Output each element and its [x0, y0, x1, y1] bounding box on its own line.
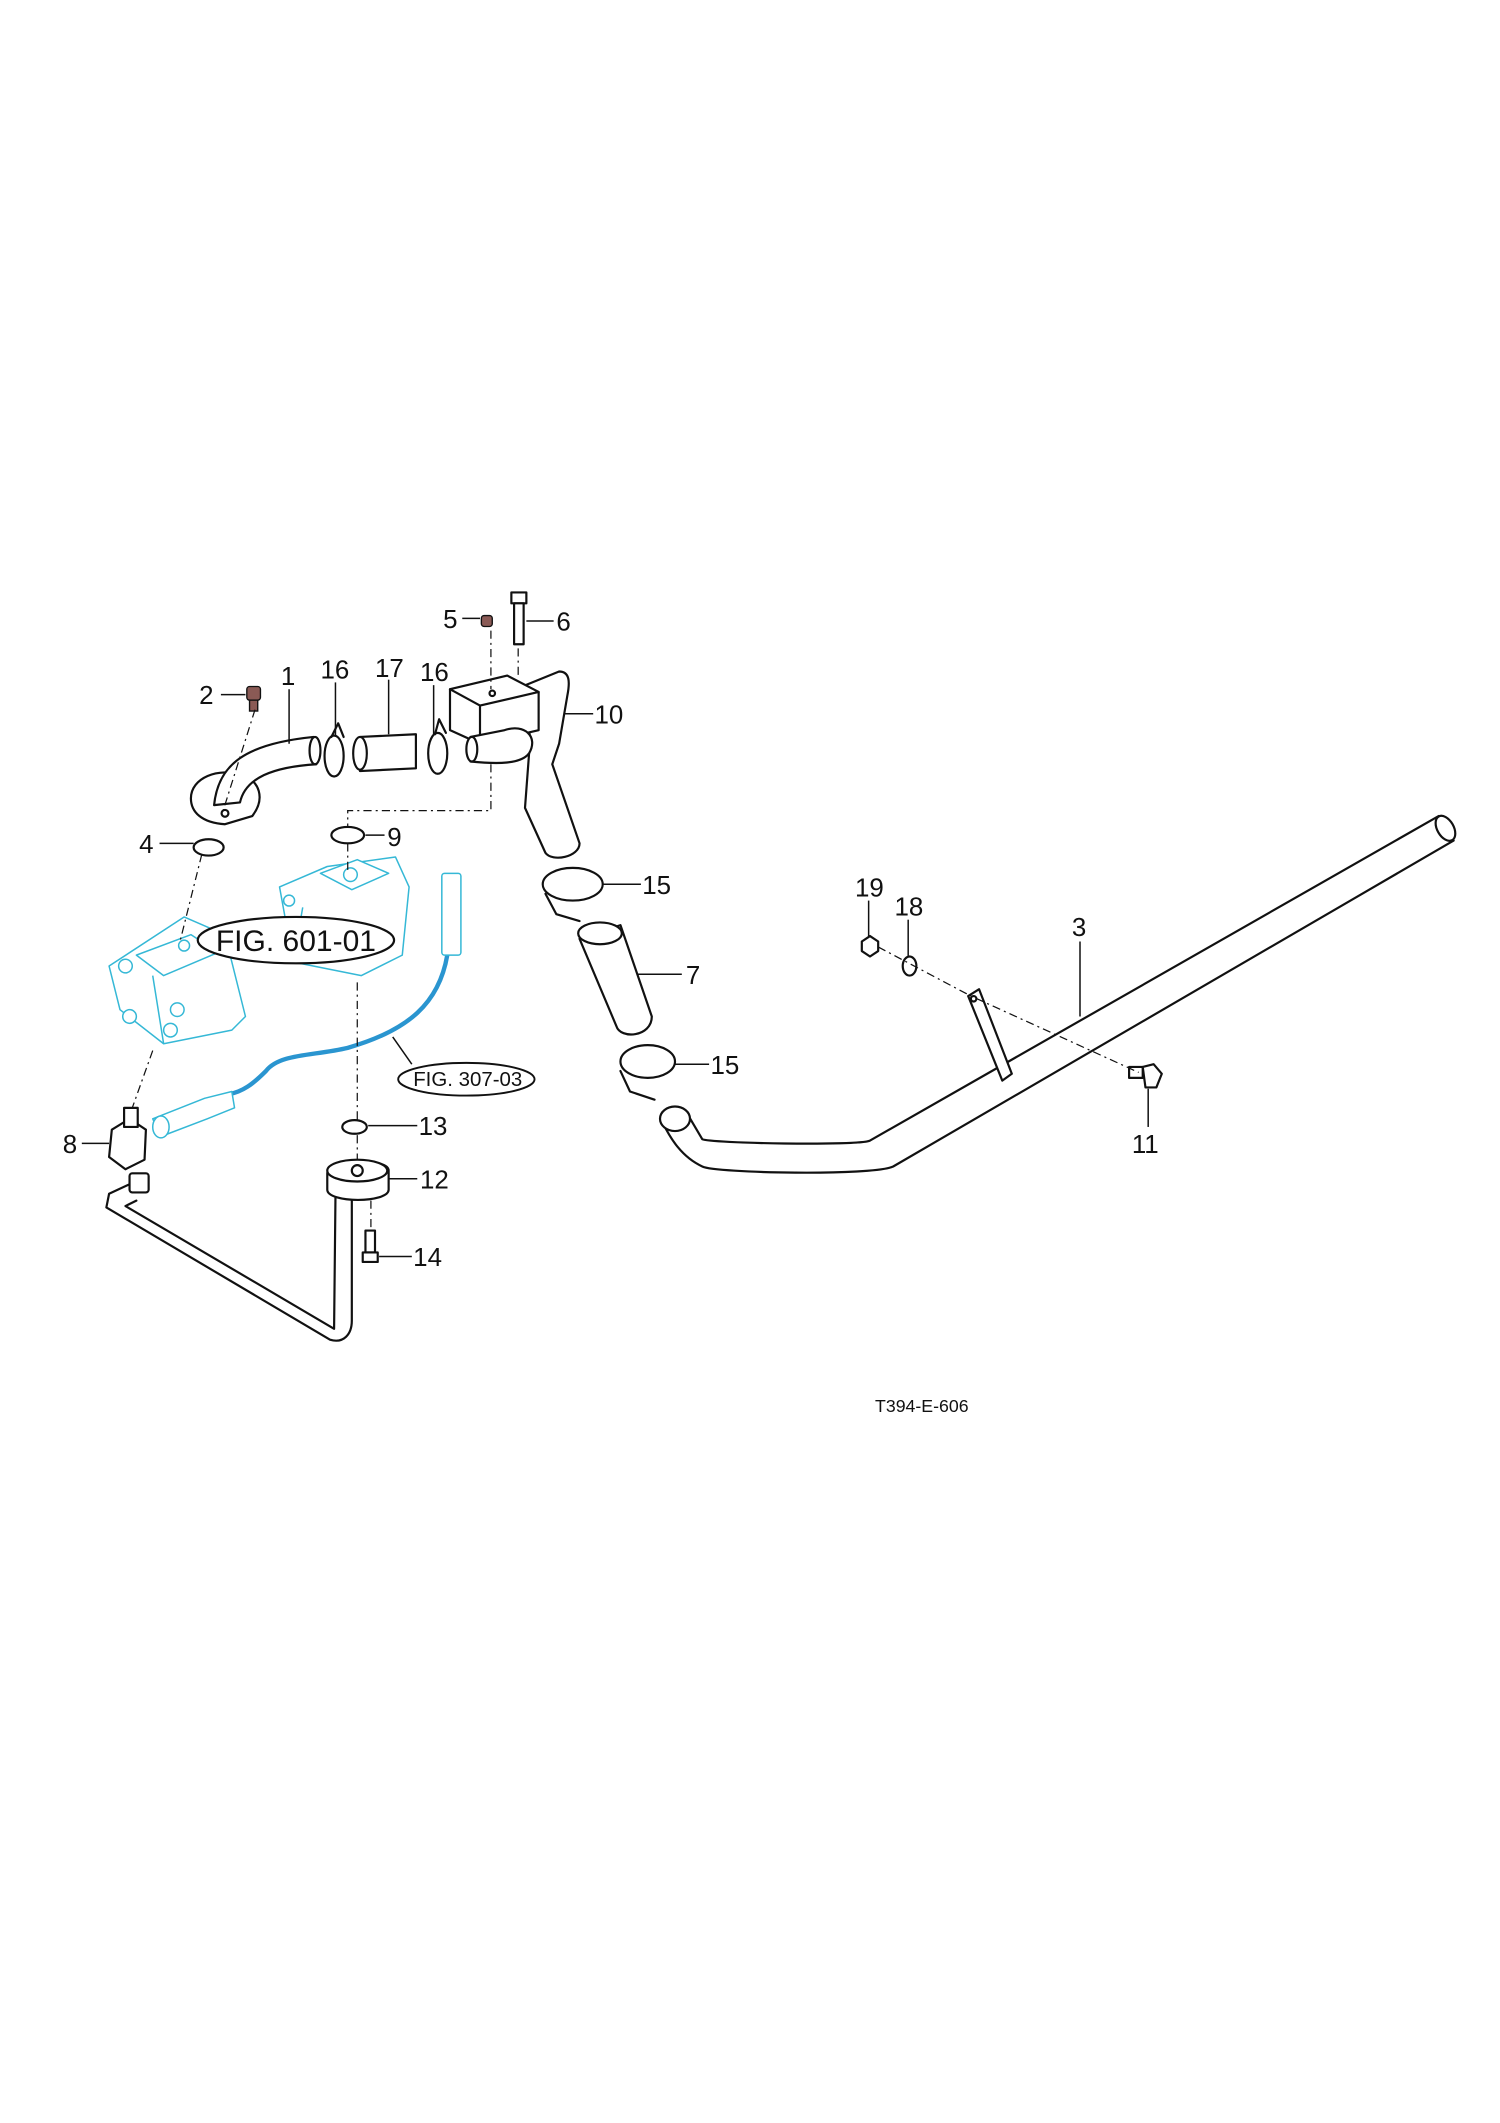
fig-ref-307-03-label[interactable]: FIG. 307-03: [413, 1068, 522, 1091]
callout-15-upper: 15: [642, 872, 671, 900]
callout-4: 4: [139, 831, 153, 859]
part-16-clamp-right: [427, 718, 449, 775]
part-12-block: [326, 1158, 390, 1201]
drawing-code: T394-E-606: [875, 1396, 969, 1416]
callout-14: 14: [413, 1244, 442, 1272]
leader-lines: [81, 617, 1149, 1258]
part-14-bolt: [361, 1229, 379, 1264]
callout-7: 7: [686, 962, 700, 990]
callout-8: 8: [63, 1131, 77, 1159]
part-5-plug: [480, 614, 493, 628]
part-19-nut: [860, 934, 880, 958]
callout-3: 3: [1072, 914, 1086, 942]
return-tube: [105, 1172, 353, 1342]
callout-10: 10: [595, 701, 624, 729]
callout-17: 17: [375, 655, 404, 683]
part-15-clamp-upper: [541, 866, 604, 923]
callout-16-right: 16: [420, 659, 449, 687]
callout-2: 2: [199, 682, 213, 710]
callout-5: 5: [443, 606, 457, 634]
callout-11: 11: [1132, 1131, 1159, 1159]
fig-ref-601-01[interactable]: FIG. 601-01: [196, 915, 396, 965]
part-10-block-hose: [448, 670, 581, 859]
callout-15-lower: 15: [710, 1052, 739, 1080]
callout-18: 18: [895, 894, 924, 922]
part-16-clamp-left: [323, 722, 345, 778]
part-7-hose: [577, 921, 653, 1036]
part-4-o-ring: [192, 838, 225, 857]
part-17-hose: [352, 733, 417, 773]
fig-ref-601-01-label[interactable]: FIG. 601-01: [216, 925, 376, 958]
part-3-pipe: [658, 814, 1457, 1174]
callout-13: 13: [419, 1113, 448, 1141]
callout-12: 12: [420, 1166, 449, 1194]
callout-16-left: 16: [320, 656, 349, 684]
part-13-o-ring: [341, 1119, 368, 1135]
callout-9: 9: [387, 824, 401, 852]
callout-1: 1: [281, 663, 295, 691]
part-1-elbow-pipe: [189, 735, 322, 826]
part-15-clamp-lower: [619, 1044, 677, 1101]
part-11-bolt: [1127, 1063, 1163, 1089]
part-6-bolt: [510, 591, 528, 646]
fig-ref-307-03[interactable]: FIG. 307-03: [397, 1061, 536, 1097]
part-9-o-ring: [330, 825, 366, 845]
part-8-fitting: [107, 1106, 147, 1171]
callout-6: 6: [556, 609, 570, 637]
part-2-plug: [246, 685, 262, 712]
hydraulic-hose: [151, 872, 462, 1139]
callout-19: 19: [855, 875, 884, 903]
